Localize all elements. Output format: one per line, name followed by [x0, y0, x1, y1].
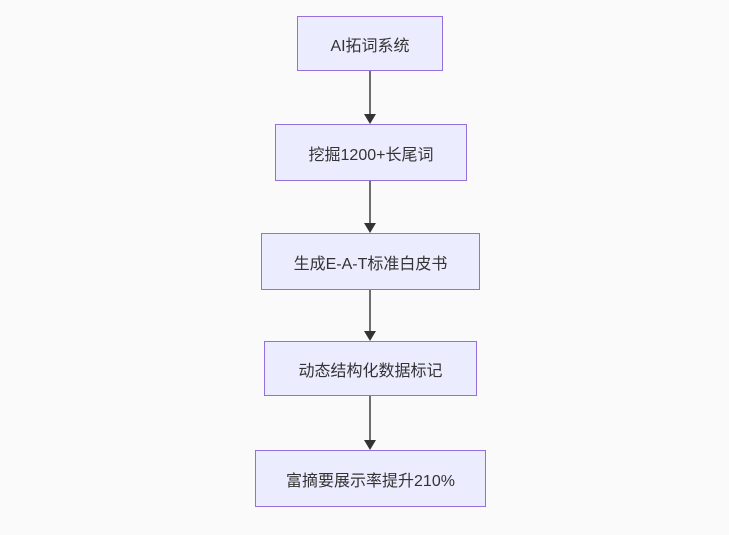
flowchart-node-structured-data-markup: 动态结构化数据标记: [264, 341, 477, 396]
node-label: AI拓词系统: [330, 37, 410, 55]
flow-arrow-2: [363, 181, 377, 233]
arrowhead-icon: [364, 331, 376, 341]
node-label: 挖掘1200+长尾词: [308, 146, 434, 164]
arrow-line: [369, 71, 371, 114]
arrow-line: [369, 181, 371, 223]
arrowhead-icon: [364, 440, 376, 450]
node-label: 富摘要展示率提升210%: [286, 472, 455, 490]
flowchart-node-rich-snippet-result: 富摘要展示率提升210%: [255, 450, 486, 507]
arrowhead-icon: [364, 223, 376, 233]
node-label: 生成E-A-T标准白皮书: [293, 255, 448, 273]
arrow-line: [369, 396, 371, 440]
flowchart-node-ai-keyword-system: AI拓词系统: [297, 16, 443, 71]
flowchart-node-eat-whitepaper: 生成E-A-T标准白皮书: [261, 233, 480, 290]
flowchart-node-longtail-mining: 挖掘1200+长尾词: [275, 124, 467, 181]
flow-arrow-1: [363, 71, 377, 124]
arrow-line: [369, 290, 371, 331]
flow-arrow-4: [363, 396, 377, 450]
arrowhead-icon: [364, 114, 376, 124]
flow-arrow-3: [363, 290, 377, 341]
node-label: 动态结构化数据标记: [298, 362, 443, 380]
